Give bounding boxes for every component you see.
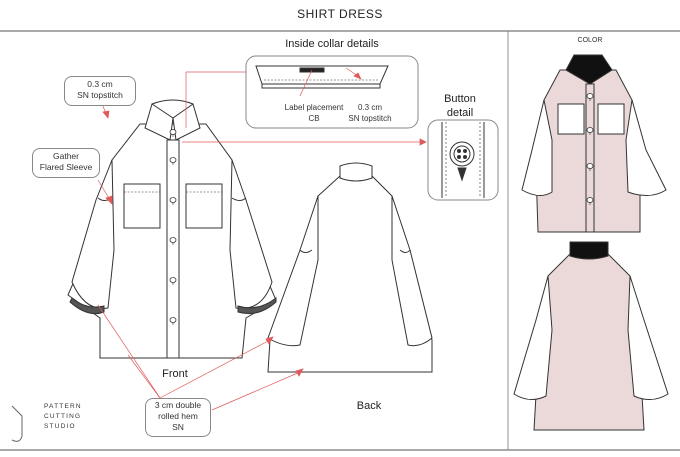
inside-collar-sketch <box>255 65 389 89</box>
callout-leaders <box>97 67 427 411</box>
studio-logo-icon <box>11 405 23 442</box>
back-flat-sketch <box>267 162 433 373</box>
sheet-title: SHIRT DRESS <box>297 7 383 21</box>
back-view-label: Back <box>356 400 382 412</box>
color-front-sketch <box>521 54 667 233</box>
front-view-label: Front <box>162 368 188 380</box>
color-back-sketch <box>513 241 669 431</box>
color-label: COLOR <box>577 37 603 44</box>
inside-collar-heading: Inside collar details <box>285 38 379 50</box>
button-detail-sketch <box>441 122 485 198</box>
